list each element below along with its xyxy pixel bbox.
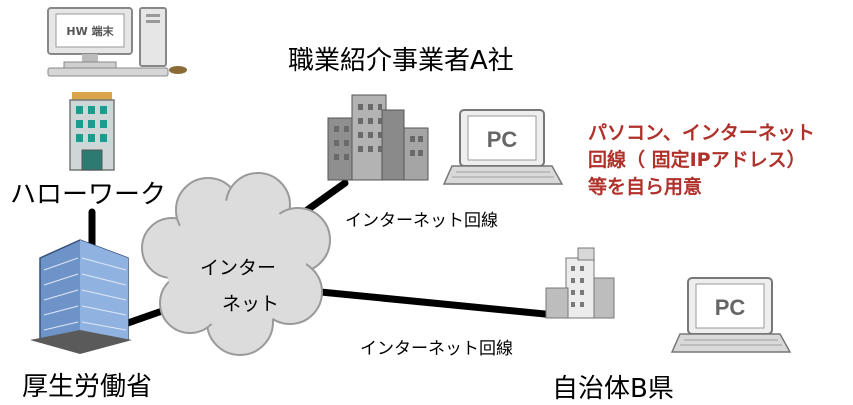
mhlw-label: 厚生労働省 bbox=[22, 372, 153, 402]
agency-laptop-icon: PC bbox=[442, 109, 564, 185]
prefecture-pc-text: PC bbox=[715, 295, 746, 320]
note-line-1: パソコン、インターネット bbox=[588, 122, 815, 144]
note-line-3: 等を自ら用意 bbox=[588, 176, 703, 198]
hw-terminal-text: HW 端末 bbox=[66, 24, 114, 38]
cloud-label-line1: インター bbox=[200, 257, 277, 279]
internet-line-label-prefecture: インターネット回線 bbox=[360, 339, 513, 359]
prefecture-building-icon bbox=[545, 247, 615, 319]
note-line-2: 回線（ 固定IPアドレス） bbox=[588, 149, 806, 171]
prefecture-label: 自治体B県 bbox=[552, 374, 674, 404]
internet-line-label-agency: インターネット回線 bbox=[345, 211, 498, 231]
agency-label: 職業紹介事業者A社 bbox=[288, 46, 514, 76]
internet-cloud bbox=[141, 172, 331, 356]
hw-terminal-icon bbox=[47, 7, 187, 77]
line-internet-prefecture bbox=[296, 286, 559, 319]
cloud-label-line2: ネット bbox=[222, 293, 280, 315]
mhlw-building-icon bbox=[30, 239, 132, 354]
prefecture-laptop-icon: PC bbox=[670, 277, 792, 353]
self-provision-note: パソコン、インターネット 回線（ 固定IPアドレス） 等を自ら用意 bbox=[588, 120, 815, 201]
hellowork-building-icon bbox=[69, 92, 115, 171]
agency-pc-text: PC bbox=[487, 127, 518, 152]
agency-buildings-icon bbox=[327, 94, 429, 181]
hellowork-label: ハローワーク bbox=[10, 180, 167, 210]
